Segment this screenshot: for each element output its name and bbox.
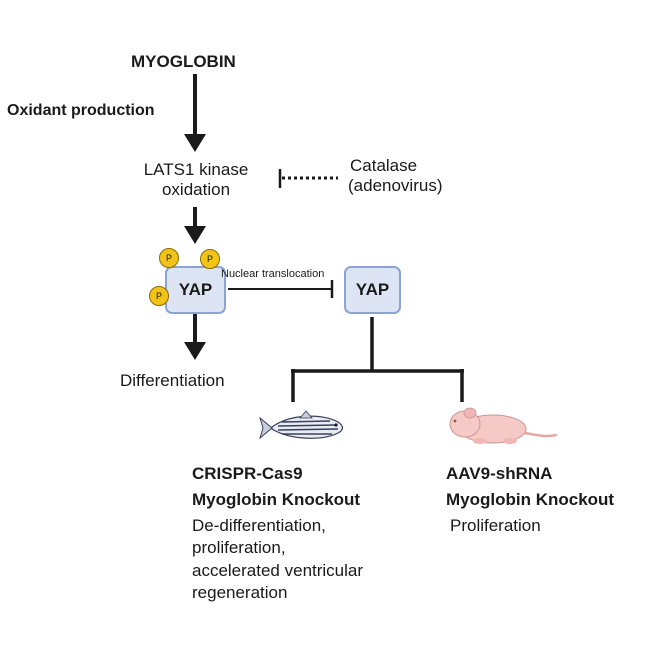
catalase-label: Catalase (adenovirus) xyxy=(348,156,443,195)
zebrafish-outcome-line-3: accelerated ventricular xyxy=(192,560,364,580)
mouse-title-line-2: Myoglobin Knockout xyxy=(446,489,615,509)
mouse-title-line-1: AAV9-shRNA xyxy=(446,464,553,483)
arrowhead-yap-to-differentiation xyxy=(184,342,206,360)
catalase-line-1: Catalase xyxy=(350,156,418,175)
differentiation-label: Differentiation xyxy=(120,371,225,390)
phospho-circle-top-left: P xyxy=(159,248,179,268)
mouse-outcome: Proliferation xyxy=(450,515,541,537)
mouse-pup-icon xyxy=(449,407,558,444)
catalase-line-2: (adenovirus) xyxy=(348,175,443,195)
oxidant-production-label: Oxidant production xyxy=(7,102,155,119)
nuclear-translocation-label: Nuclear translocation xyxy=(221,268,325,280)
arrowhead-lats1-to-yap xyxy=(184,226,206,244)
phospho-label: P xyxy=(206,254,213,264)
zebrafish-outcome: De-differentiation, proliferation, accel… xyxy=(192,515,363,605)
mouse-title: AAV9-shRNA Myoglobin Knockout xyxy=(446,461,614,512)
lats1-line-1: LATS1 kinase xyxy=(143,160,249,179)
phospho-circle-top-right: P xyxy=(200,249,220,269)
phospho-circle-left: P xyxy=(149,286,169,306)
zebrafish-outcome-line-4: regeneration xyxy=(192,583,288,603)
arrowhead-myoglobin-to-lats1 xyxy=(184,134,206,152)
zebrafish-icon xyxy=(259,410,344,440)
nuclear-yap-box: YAP xyxy=(344,266,401,314)
zebrafish-outcome-line-2: proliferation, xyxy=(192,538,286,558)
cytoplasmic-yap-label: YAP xyxy=(178,280,213,299)
nuclear-yap-label: YAP xyxy=(355,280,390,299)
phospho-label: P xyxy=(155,291,162,301)
phospho-label: P xyxy=(165,253,172,263)
zebrafish-title-line-2: Myoglobin Knockout xyxy=(192,489,361,509)
lats1-label: LATS1 kinase oxidation xyxy=(129,160,263,199)
zebrafish-title-line-1: CRISPR-Cas9 xyxy=(192,464,303,483)
zebrafish-title: CRISPR-Cas9 Myoglobin Knockout xyxy=(192,461,360,512)
lats1-line-2: oxidation xyxy=(161,179,231,199)
myoglobin-label: MYOGLOBIN xyxy=(131,52,236,71)
zebrafish-outcome-line-1: De-differentiation, xyxy=(192,516,326,535)
cytoplasmic-yap-box: YAP xyxy=(165,266,226,314)
mouse-outcome-line-1: Proliferation xyxy=(450,516,541,535)
